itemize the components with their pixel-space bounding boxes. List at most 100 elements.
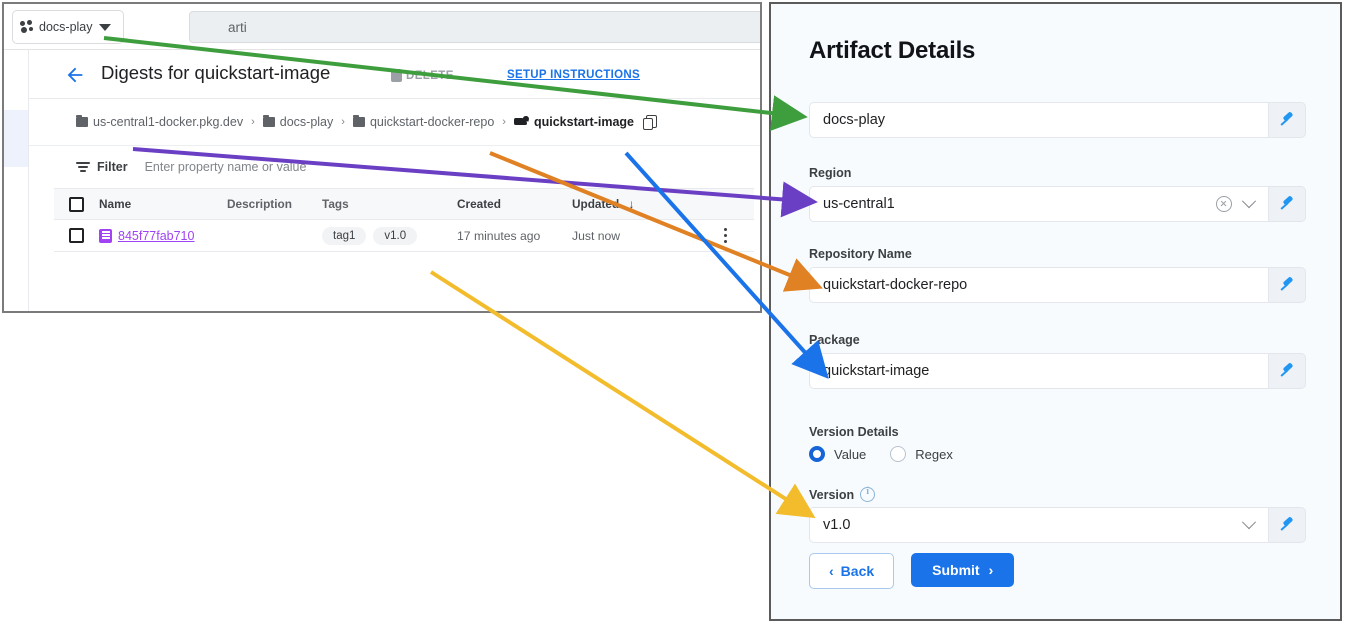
- folder-icon: [76, 114, 88, 127]
- region-field-value: us-central1: [823, 196, 895, 212]
- breadcrumb-label: us-central1-docker.pkg.dev: [93, 114, 244, 129]
- nav-rail-active-indicator: [4, 110, 28, 167]
- breadcrumb: us-central1-docker.pkg.dev › docs-play ›…: [29, 98, 760, 146]
- package-field-value: quickstart-image: [823, 363, 930, 379]
- project-dots-icon: [20, 20, 34, 34]
- chevron-down-icon[interactable]: [1241, 515, 1257, 530]
- select-all-cell: [54, 196, 99, 212]
- pin-icon: [1280, 518, 1295, 533]
- package-field[interactable]: quickstart-image: [809, 353, 1268, 389]
- breadcrumb-label: docs-play: [279, 114, 334, 129]
- breadcrumb-item-project[interactable]: docs-play: [262, 114, 334, 129]
- pin-repository-button[interactable]: [1268, 267, 1306, 303]
- folder-icon: [262, 114, 275, 127]
- repository-field[interactable]: quickstart-docker-repo: [809, 267, 1268, 303]
- pin-version-button[interactable]: [1268, 507, 1306, 543]
- select-all-checkbox[interactable]: [69, 196, 84, 212]
- filter-input[interactable]: Enter property name or value: [144, 160, 307, 174]
- kebab-menu-icon[interactable]: [724, 227, 728, 245]
- digest-icon: [99, 228, 112, 243]
- version-details-radio-group: Value Regex: [809, 446, 953, 462]
- version-label: Version: [809, 487, 855, 502]
- tag-chip: tag1: [322, 227, 367, 245]
- radio-regex-label[interactable]: Regex: [915, 446, 953, 462]
- field-group-package: Package quickstart-image: [809, 333, 1306, 389]
- left-nav-rail: [4, 50, 29, 311]
- radio-value-label[interactable]: Value: [834, 446, 867, 462]
- column-header-created[interactable]: Created: [457, 197, 501, 211]
- repository-label: Repository Name: [809, 247, 912, 261]
- pin-icon: [1280, 278, 1295, 293]
- cell-actions: [682, 227, 754, 245]
- breadcrumb-item-registry[interactable]: us-central1-docker.pkg.dev: [76, 114, 244, 129]
- version-details-label: Version Details: [809, 425, 899, 439]
- version-field-value: v1.0: [823, 517, 851, 533]
- field-group-region: Region us-central1: [809, 166, 1306, 222]
- table-row[interactable]: 845f77fab710 tag1 v1.0 17 minutes ago Jus…: [54, 220, 754, 252]
- info-icon[interactable]: [860, 486, 876, 502]
- cell-name: 845f77fab710: [99, 227, 227, 245]
- column-header-description[interactable]: Description: [227, 197, 292, 211]
- submit-button-chevron: ›: [988, 562, 994, 578]
- delete-button[interactable]: DELETE: [391, 69, 454, 82]
- filter-label: Filter: [97, 160, 128, 174]
- version-label-row: Version: [809, 486, 876, 502]
- setup-instructions-link[interactable]: SETUP INSTRUCTIONS: [507, 69, 640, 81]
- trash-icon: [391, 69, 402, 82]
- package-label: Package: [809, 333, 860, 347]
- column-header-tags[interactable]: Tags: [322, 197, 349, 211]
- breadcrumb-label: quickstart-image: [533, 114, 634, 129]
- back-button[interactable]: ‹ Back: [809, 553, 895, 589]
- pin-icon: [1280, 113, 1295, 128]
- back-button-label: Back: [840, 563, 875, 579]
- chevron-down-icon[interactable]: [1241, 194, 1257, 209]
- pin-region-button[interactable]: [1268, 186, 1306, 222]
- row-select-cell: [54, 228, 99, 243]
- cell-tags: tag1 v1.0: [322, 226, 457, 245]
- chevron-down-icon: [98, 23, 111, 31]
- filter-bar: Filter Enter property name or value: [29, 146, 760, 188]
- breadcrumb-item-repository[interactable]: quickstart-docker-repo: [352, 114, 495, 129]
- digest-link[interactable]: 845f77fab710: [118, 228, 195, 243]
- digests-table: Name Description Tags Created Updated ↓ …: [54, 188, 754, 252]
- delete-button-label: DELETE: [406, 69, 454, 82]
- region-field[interactable]: us-central1: [809, 186, 1268, 222]
- breadcrumb-item-image: quickstart-image: [513, 114, 634, 129]
- left-window-topbar: docs-play arti: [4, 4, 760, 50]
- radio-value[interactable]: [809, 446, 825, 462]
- page-header: Digests for quickstart-image DELETE SETU…: [29, 50, 760, 99]
- project-field-value: docs-play: [823, 112, 886, 128]
- version-field[interactable]: v1.0: [809, 507, 1268, 543]
- project-field[interactable]: docs-play: [809, 102, 1268, 138]
- clear-icon[interactable]: [1216, 196, 1232, 212]
- repository-field-value: quickstart-docker-repo: [823, 277, 968, 293]
- sort-descending-icon: ↓: [628, 197, 635, 211]
- field-group-version: v1.0: [809, 507, 1306, 543]
- copy-icon[interactable]: [643, 114, 657, 130]
- region-label: Region: [809, 166, 852, 180]
- tag-chip: v1.0: [373, 227, 418, 245]
- breadcrumb-separator: ›: [502, 115, 506, 128]
- search-input[interactable]: arti: [189, 11, 760, 43]
- folder-icon: [352, 114, 365, 127]
- pin-package-button[interactable]: [1268, 353, 1306, 389]
- column-header-updated[interactable]: Updated ↓: [572, 197, 682, 211]
- breadcrumb-label: quickstart-docker-repo: [369, 114, 495, 129]
- left-window-content: Digests for quickstart-image DELETE SETU…: [29, 50, 760, 311]
- pin-project-button[interactable]: [1268, 102, 1306, 138]
- column-header-name[interactable]: Name: [99, 197, 132, 211]
- panel-button-row: ‹ Back Submit ›: [809, 553, 1015, 589]
- row-checkbox[interactable]: [69, 228, 84, 243]
- cell-updated: Just now: [572, 228, 621, 243]
- pin-icon: [1280, 197, 1295, 212]
- submit-button[interactable]: Submit ›: [911, 553, 1015, 587]
- back-arrow-icon[interactable]: [63, 64, 87, 86]
- project-selector-chip[interactable]: docs-play: [12, 10, 124, 44]
- breadcrumb-separator: ›: [251, 115, 255, 128]
- filter-icon[interactable]: [76, 161, 90, 173]
- cell-created: 17 minutes ago: [457, 228, 541, 243]
- docker-whale-icon: [513, 116, 530, 127]
- radio-regex[interactable]: [890, 446, 907, 462]
- submit-button-label: Submit: [932, 562, 980, 578]
- breadcrumb-separator: ›: [341, 115, 345, 128]
